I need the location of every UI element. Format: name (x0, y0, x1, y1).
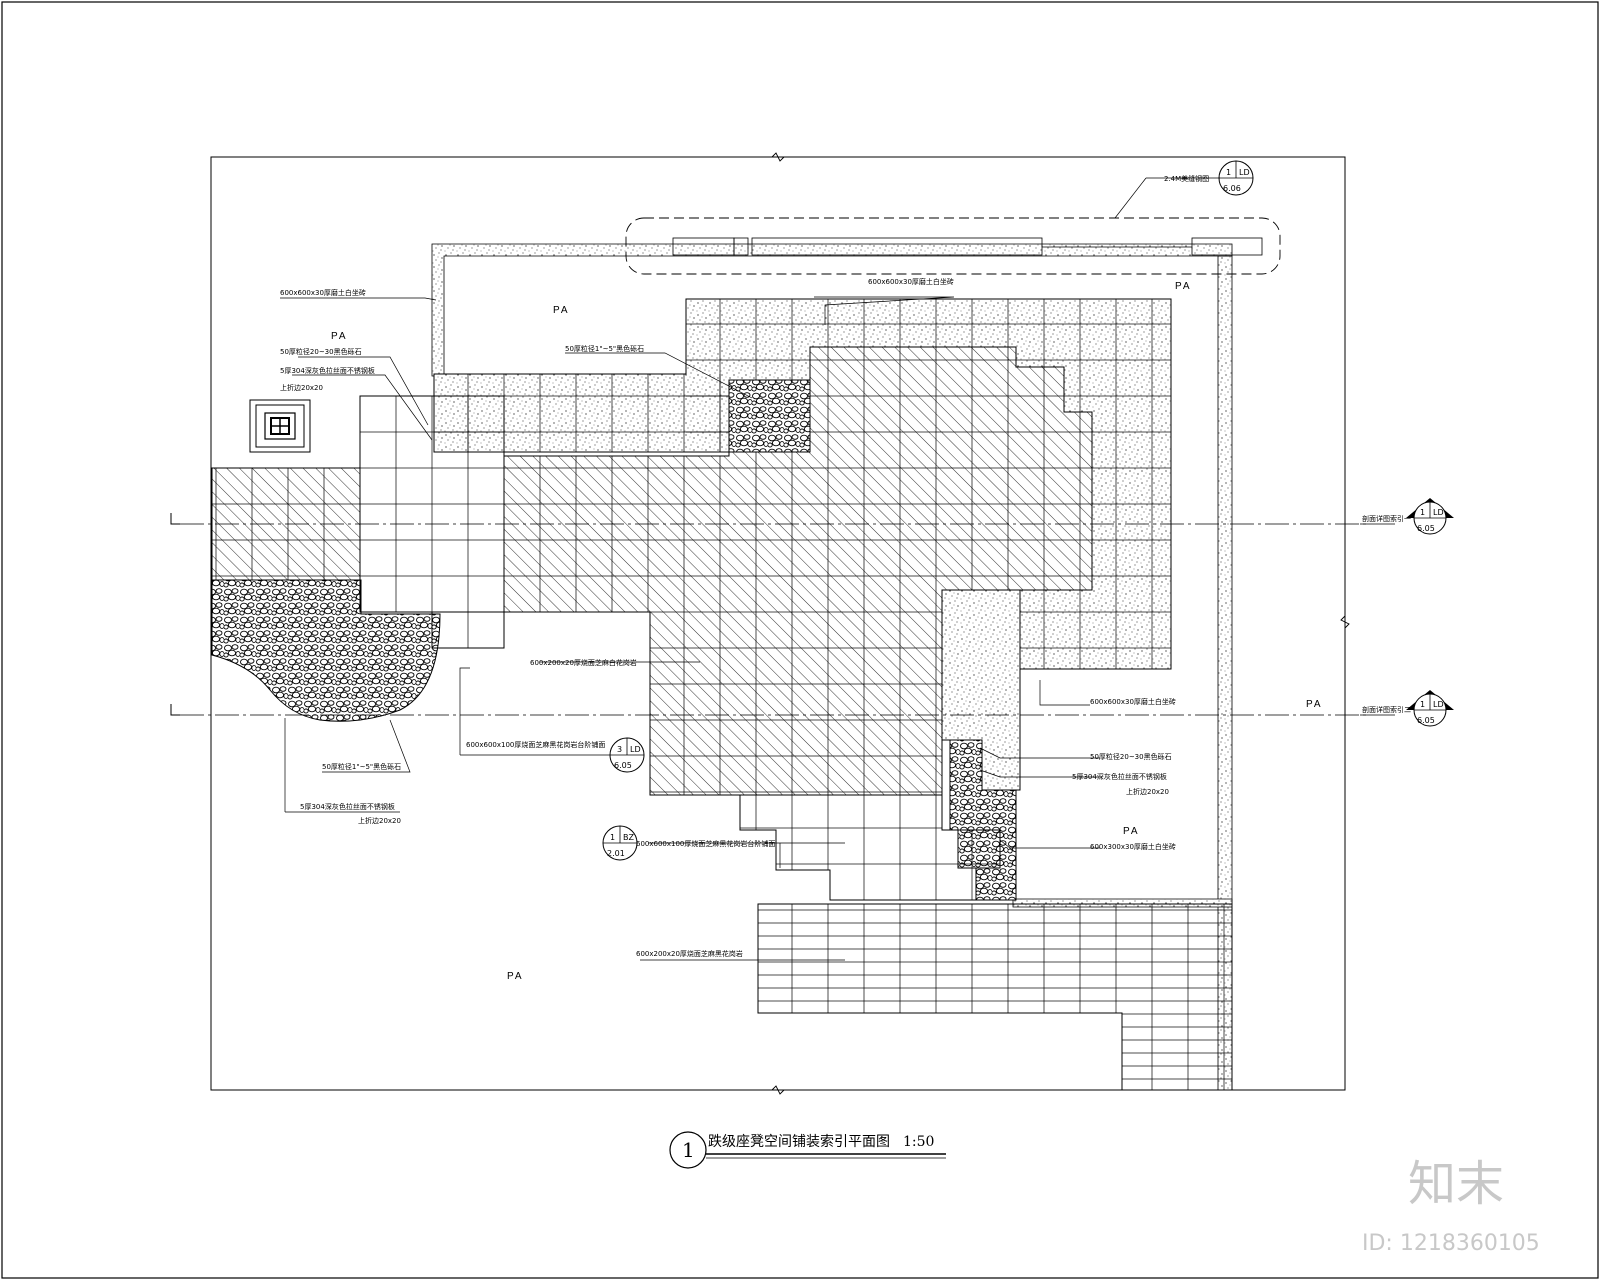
section-marker-num: 1 (1420, 700, 1425, 709)
callout-steel-right: 5厚304深灰色拉丝面不锈钢板 (1072, 772, 1167, 781)
white-paving-left (359, 395, 505, 613)
callout-bottom-paver: 600x200x20厚烧面芝麻黑花岗岩 (636, 949, 743, 958)
watermark-id: ID: 1218360105 (1362, 1231, 1540, 1256)
pa-label: PA (331, 331, 348, 342)
callout-paver-center-b: 600x600x100厚烧面芝麻黑花岗岩台阶铺面 (466, 740, 605, 749)
callout-pebble-top: 50厚粒径1"~5"黑色砾石 (565, 344, 644, 353)
pa-label: PA (1306, 699, 1323, 710)
callout-step-paver: 600x600x100厚烧面芝麻黑花岗岩台阶铺面 (636, 839, 775, 848)
bench-wall-top (431, 243, 1233, 377)
callout-granite-right: 600x600x30厚磨土白坐砖 (1090, 697, 1176, 706)
detail-marker-sheet: LD (630, 745, 641, 754)
section-marker-m2: 1 LD 6.05 (1406, 498, 1454, 535)
detail-marker-m4: 3 LD 6.05 (609, 737, 645, 773)
drawing-scale: 1:50 (903, 1134, 934, 1150)
callout-steel-bottom-left-note: 上折边20x20 (358, 816, 401, 825)
break-marks (771, 152, 1350, 1095)
pa-label: PA (507, 971, 524, 982)
callout-pebble-bottom-left: 50厚粒径1"~5"黑色砾石 (322, 762, 401, 771)
leader-lines (280, 177, 1395, 961)
section-marker-m3: 1 LD 6.05 (1406, 690, 1454, 727)
detail-marker-page: 2.01 (607, 849, 625, 858)
drain-box-icon (249, 399, 311, 453)
section-marker-sheet: LD (1433, 508, 1444, 517)
section-line-a (170, 513, 1370, 525)
section-marker-sheet: LD (1433, 700, 1444, 709)
bottom-brick-paving (757, 903, 1233, 1091)
detail-marker-num: 1 (1226, 168, 1231, 177)
section-marker-page: 6.05 (1417, 524, 1435, 533)
section-marker-num: 1 (1420, 508, 1425, 517)
detail-marker-sheet: LD (1239, 168, 1250, 177)
pa-label: PA (1175, 281, 1192, 292)
bench-strip (625, 217, 1281, 275)
pebble-area-top (728, 379, 811, 453)
detail-marker-page: 6.06 (1223, 184, 1241, 193)
callout-steel-right-note: 上折边20x20 (1126, 787, 1169, 796)
section-marker-page: 6.05 (1417, 716, 1435, 725)
section-a-label: 剖面详图索引一 (1362, 514, 1411, 523)
callout-granite-top-mid: 600x600x30厚磨土白坐砖 (868, 277, 954, 286)
callout-granite-right-b: 600x300x30厚磨土白坐砖 (1090, 842, 1176, 851)
section-line-b (170, 704, 1370, 716)
detail-marker-num: 3 (617, 745, 622, 754)
pa-label: PA (1123, 826, 1140, 837)
white-paving-left-b (431, 611, 505, 649)
callout-paver-center: 600x200x20厚烧面芝麻白花岗岩 (530, 658, 637, 667)
callout-granite-top-left: 600x600x30厚磨土白坐砖 (280, 288, 366, 297)
step-paving (739, 794, 1001, 901)
detail-marker-m1: 1 LD 6.06 (1218, 160, 1254, 196)
detail-marker-m5: 1 BZ 2.01 (602, 825, 638, 861)
detail-marker-page: 6.05 (614, 761, 632, 770)
drawing-title: 跌级座凳空间铺装索引平面图 (708, 1133, 890, 1150)
pebble-area-left (211, 579, 441, 722)
callout-pebble-left-a: 50厚粒径20~30黑色砾石 (280, 347, 362, 356)
drawing-title-block: 1 跌级座凳空间铺装索引平面图 1:50 (669, 1131, 946, 1169)
detail-marker-num: 1 (610, 833, 615, 842)
callout-bench-top: 2.4M美缝钢图 (1164, 174, 1209, 183)
pa-label: PA (553, 305, 570, 316)
title-number: 1 (682, 1138, 695, 1162)
section-b-label: 剖面详图索引二 (1362, 705, 1411, 714)
callout-steel-left-a-note: 上折边20x20 (280, 383, 323, 392)
hatched-paving-main-grid (504, 347, 1092, 795)
detail-marker-sheet: BZ (623, 833, 634, 842)
callout-pebble-right: 50厚粒径20~30黑色砾石 (1090, 752, 1172, 761)
watermark-brand: 知末 (1408, 1156, 1504, 1212)
callout-steel-left-a: 5厚304深灰色拉丝面不锈钢板 (280, 366, 375, 375)
callout-steel-bottom-left: 5厚304深灰色拉丝面不锈钢板 (300, 802, 395, 811)
